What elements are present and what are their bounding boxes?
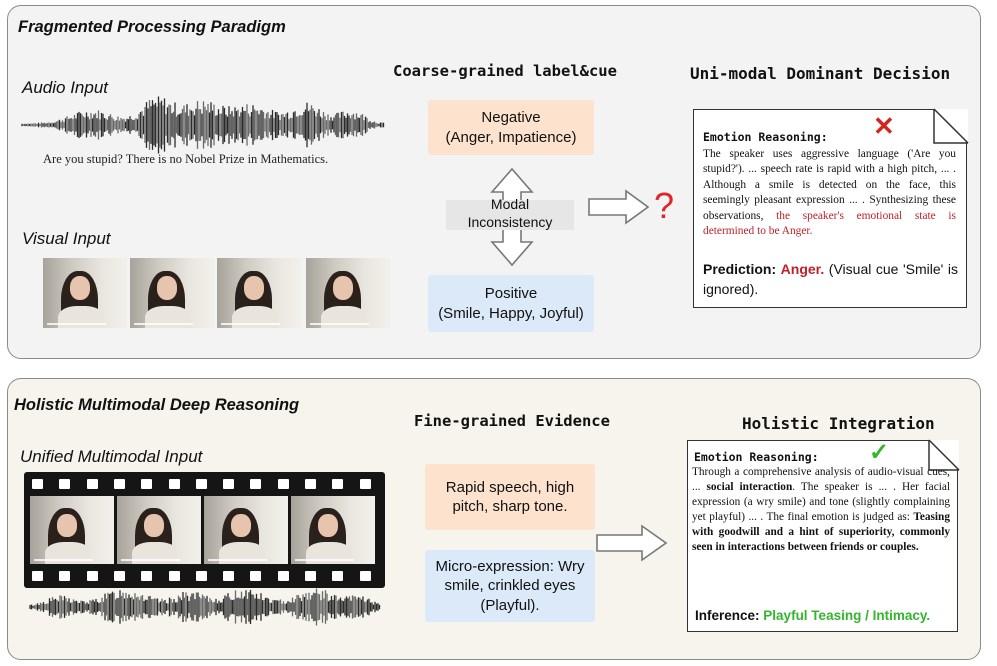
film-sprocket-hole: [359, 571, 371, 581]
film-frame-3: [204, 496, 288, 564]
negative-label: Negative: [481, 109, 541, 126]
film-sprocket-hole: [305, 479, 316, 489]
film-strip: [24, 472, 385, 588]
prediction-label: Prediction:: [703, 261, 777, 277]
unified-input-label: Unified Multimodal Input: [20, 447, 203, 466]
question-mark-icon: ?: [654, 185, 675, 226]
negative-cues: (Anger, Impatience): [445, 128, 577, 146]
cross-mark-icon: ✕: [873, 111, 895, 141]
film-sprocket-hole: [59, 479, 71, 489]
uni-modal-decision-title: Uni-modal Dominant Decision: [690, 64, 951, 83]
prediction-note: (Visual cue 'Smile' is ignored).: [703, 261, 959, 297]
film-sprocket-hole: [250, 571, 262, 581]
inference-line: Inference: Playful Teasing / Intimacy.: [695, 608, 930, 623]
visual-input-label: Visual Input: [22, 229, 111, 248]
film-sprocket-hole: [195, 479, 207, 489]
positive-label-box: Positive (Smile, Happy, Joyful): [428, 275, 594, 332]
film-sprocket-hole: [32, 571, 43, 581]
reasoning-bold-2: Teasing with goodwill and a hint of supe…: [692, 511, 950, 554]
visual-frame-4: [306, 258, 390, 328]
inference-label: Inference:: [695, 608, 760, 623]
film-sprocket-hole: [277, 479, 289, 489]
film-sprocket-hole: [250, 479, 262, 489]
film-sprocket-hole: [305, 571, 316, 581]
reasoning-bold-1: social interaction: [706, 481, 793, 494]
film-sprocket-hole: [223, 571, 235, 581]
check-mark-icon: ✓: [869, 439, 890, 466]
visual-frame-3: [217, 258, 301, 328]
audio-evidence-text: Rapid speech, high pitch, sharp tone.: [445, 478, 575, 516]
coarse-grained-title: Coarse-grained label&cue: [393, 62, 617, 80]
reasoning-text: The speaker uses aggressive language ('A…: [703, 148, 956, 222]
film-sprocket-hole: [113, 479, 125, 489]
film-sprocket-hole: [86, 571, 98, 581]
right-arrow-top: [588, 189, 650, 225]
folded-corner-icon: [932, 107, 969, 144]
inconsistency-text: Inconsistency: [467, 214, 553, 231]
film-frame-4: [291, 496, 375, 564]
fine-grained-title: Fine-grained Evidence: [414, 412, 610, 430]
prediction-line: Prediction: Anger. (Visual cue 'Smile' i…: [703, 260, 958, 299]
film-sprocket-hole: [277, 571, 289, 581]
fragmented-paradigm-title: Fragmented Processing Paradigm: [18, 18, 286, 36]
positive-cues: (Smile, Happy, Joyful): [438, 304, 584, 322]
folded-corner-icon: [927, 438, 960, 471]
film-sprocket-hole: [332, 571, 344, 581]
film-frame-1: [30, 496, 114, 564]
emotion-reasoning-card-top: Emotion Reasoning: ✕ The speaker uses ag…: [693, 107, 969, 308]
film-sprocket-hole: [32, 479, 43, 489]
holistic-reasoning-title: Holistic Multimodal Deep Reasoning: [14, 396, 300, 414]
reasoning-conclusion: the speaker's emotional state is determi…: [703, 209, 956, 237]
audio-transcript: Are you stupid? There is no Nobel Prize …: [43, 152, 329, 166]
film-sprocket-hole: [86, 479, 98, 489]
inference-value: Playful Teasing / Intimacy.: [763, 608, 931, 623]
film-sprocket-hole: [359, 479, 371, 489]
film-sprocket-hole: [332, 479, 344, 489]
film-sprocket-hole: [59, 571, 71, 581]
film-sprocket-hole: [113, 571, 125, 581]
film-sprocket-hole: [141, 571, 153, 581]
holistic-integration-title: Holistic Integration: [742, 414, 935, 433]
modal-inconsistency-band: [446, 200, 574, 230]
emotion-reasoning-card-bottom: Emotion Reasoning: ✓ Through a comprehen…: [687, 438, 960, 632]
visual-frame-1: [43, 258, 127, 328]
right-arrow-bottom: [596, 524, 668, 562]
audio-waveform-top: [21, 96, 385, 154]
film-frame-2: [117, 496, 201, 564]
audio-evidence-box: Rapid speech, high pitch, sharp tone.: [425, 464, 595, 530]
audio-waveform-bottom: [29, 588, 381, 626]
film-sprocket-hole: [168, 479, 180, 489]
prediction-value: Anger.: [780, 261, 825, 277]
reasoning-text-2: . The speaker is ... . Her facial expres…: [692, 481, 950, 524]
modal-text: Modal: [490, 196, 530, 212]
emotion-reasoning-heading: Emotion Reasoning:: [703, 130, 828, 144]
film-sprocket-hole: [168, 571, 180, 581]
visual-evidence-text: Micro-expression: Wry smile, crinkled ey…: [435, 557, 585, 614]
film-sprocket-hole: [223, 479, 235, 489]
visual-evidence-box: Micro-expression: Wry smile, crinkled ey…: [425, 550, 595, 622]
visual-frame-2: [130, 258, 214, 328]
film-sprocket-hole: [141, 479, 153, 489]
reasoning-text-1: Through a comprehensive analysis of audi…: [692, 466, 950, 494]
negative-label-box: Negative (Anger, Impatience): [428, 100, 594, 155]
emotion-reasoning-heading: Emotion Reasoning:: [694, 450, 819, 464]
film-sprocket-hole: [195, 571, 207, 581]
positive-label: Positive: [484, 285, 538, 302]
audio-input-label: Audio Input: [22, 78, 109, 97]
